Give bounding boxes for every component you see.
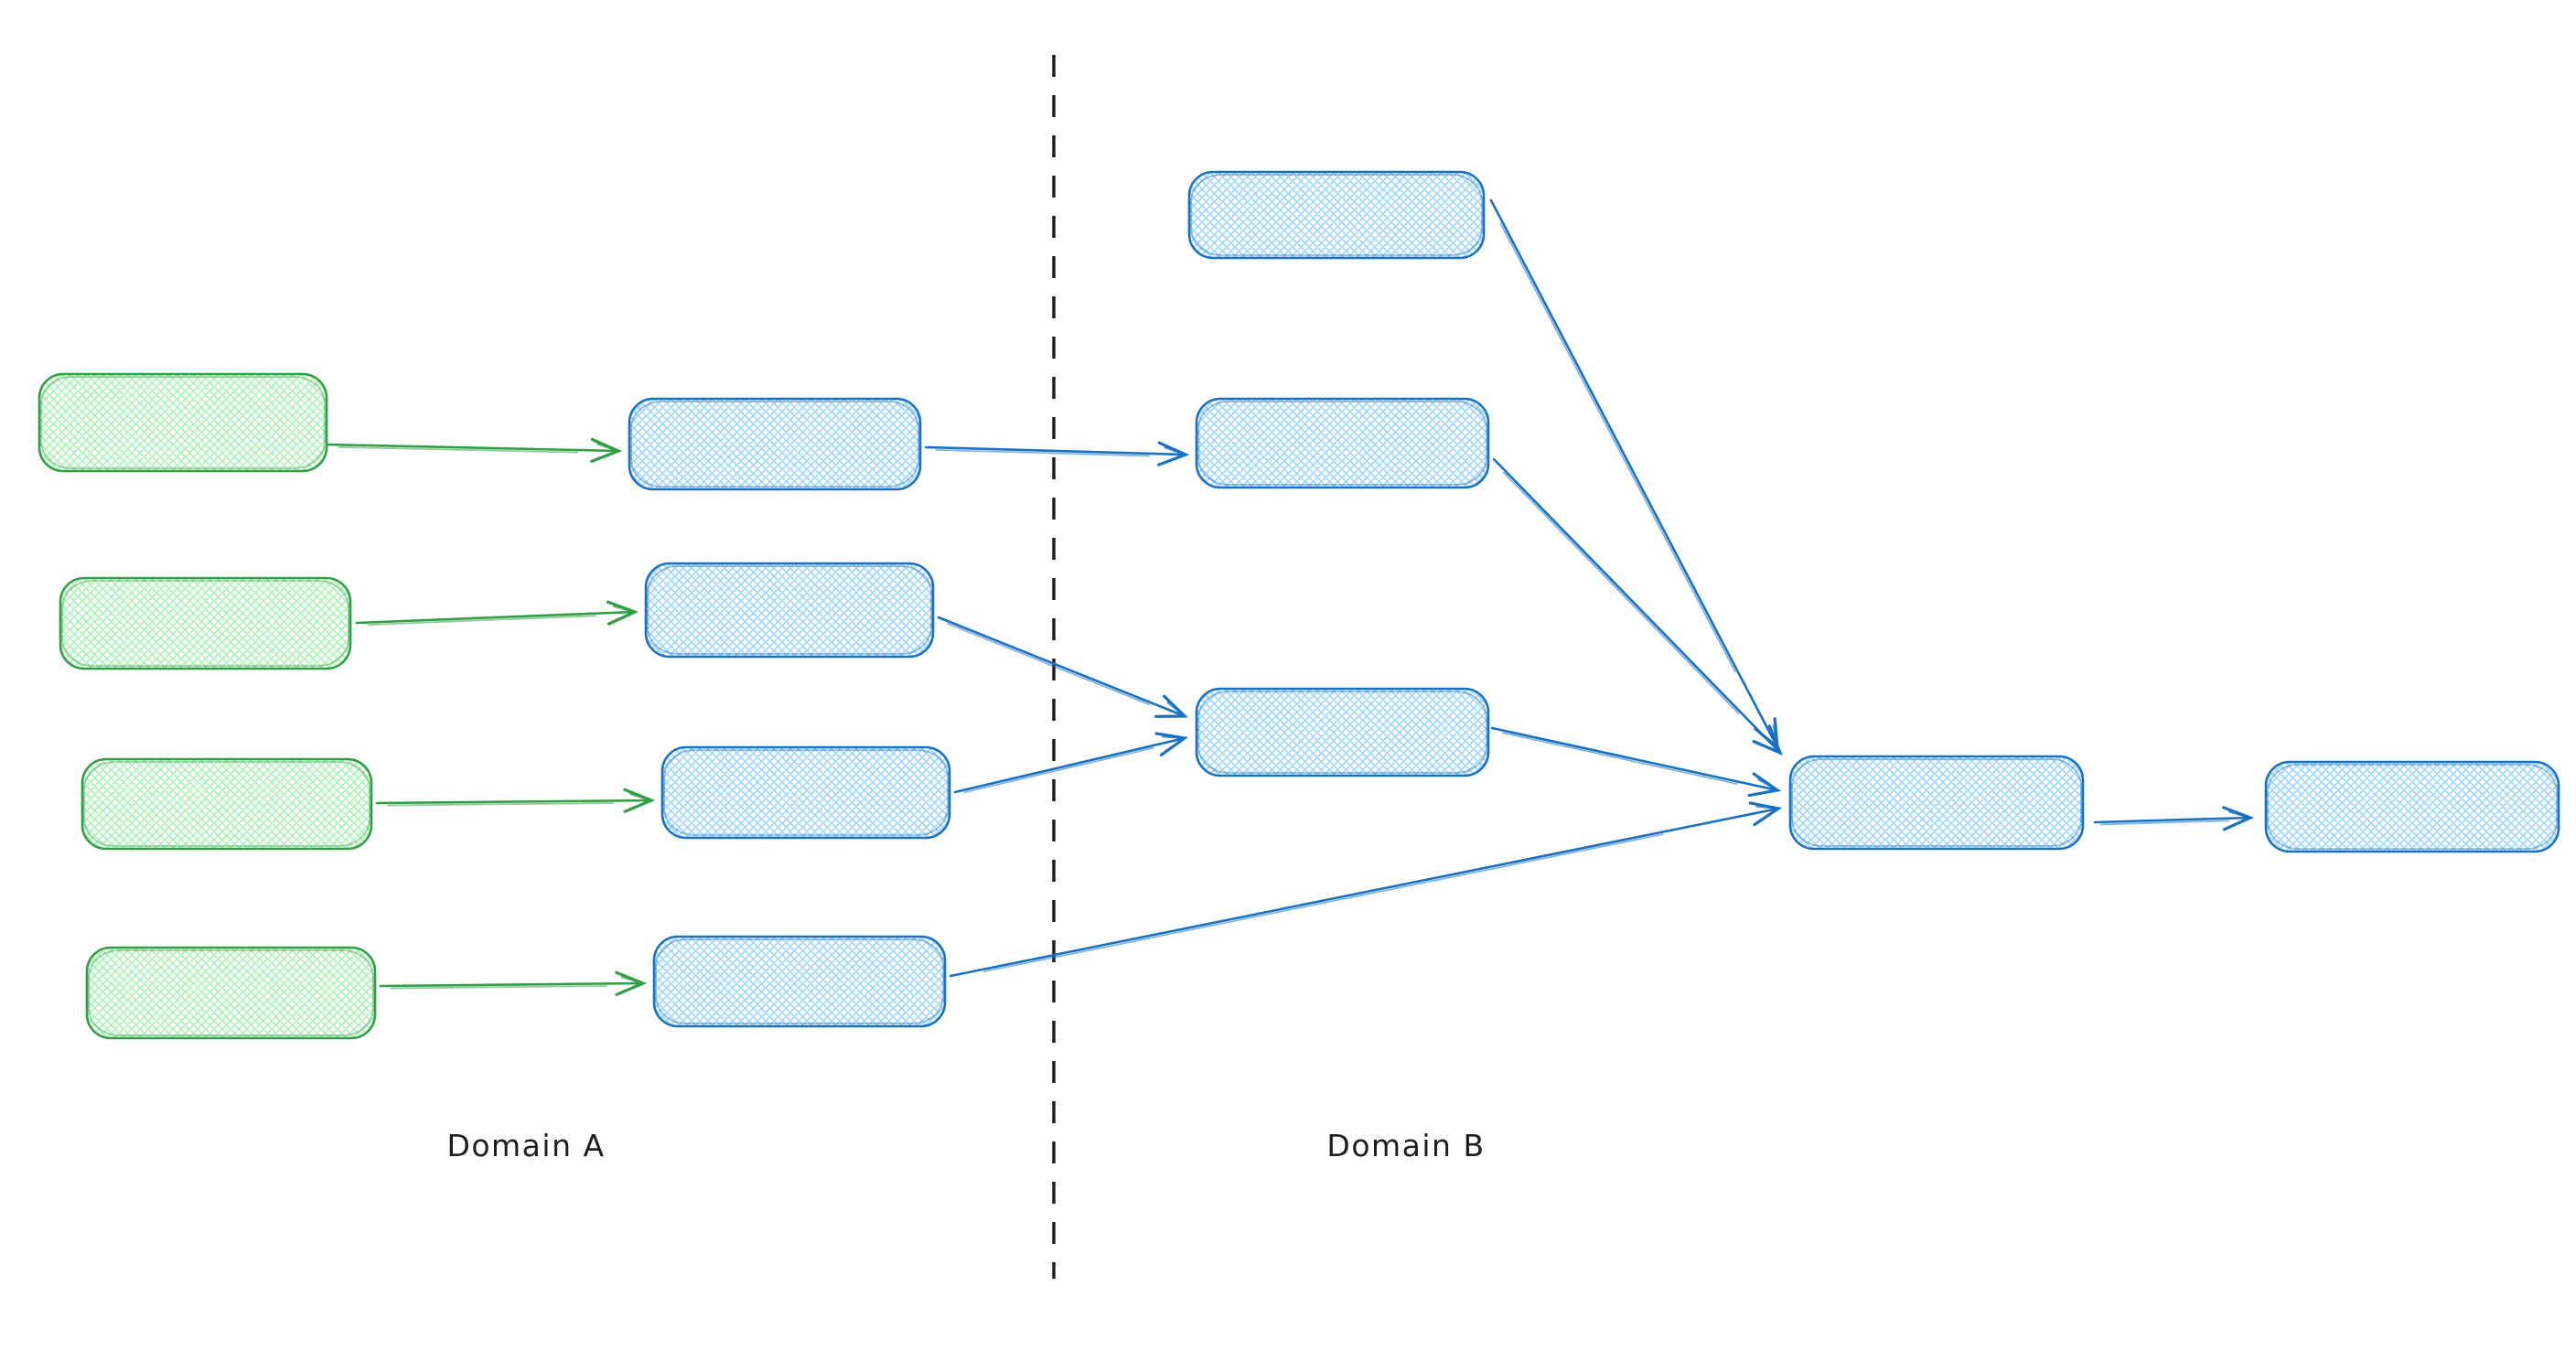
node-a-source-3[interactable]	[80, 757, 373, 851]
edge-aprocess2-bmerge[interactable]	[937, 616, 1188, 718]
b-hub-box	[1788, 755, 2085, 851]
a-process-1-sketch-border	[630, 401, 919, 488]
edge-aprocess3-bmerge[interactable]	[953, 732, 1189, 794]
edge-bmerge-bhub-shaft	[1490, 726, 1782, 798]
node-a-source-4[interactable]	[85, 946, 377, 1040]
domain-a-label[interactable]: Domain A	[446, 1128, 605, 1163]
a-source-4-box	[85, 946, 377, 1040]
edge-asource2-aprocess2-sketch-stroke	[367, 615, 597, 626]
a-source-3-box	[80, 757, 373, 851]
edge-aprocess4-bhub-sketch-stroke	[982, 833, 1664, 973]
edge-bmerge-bhub-sketch-stroke	[1502, 732, 1738, 785]
edge-binputmid-bhub-shaft	[1492, 457, 1783, 756]
b-merge-box	[1195, 687, 1490, 777]
edge-aprocess1-binputmid-shaft	[924, 441, 1190, 466]
edge-binputtop-bhub[interactable]	[1489, 198, 1779, 751]
b-hub-sketch-border	[1791, 758, 2082, 847]
b-output-sketch-border	[2267, 764, 2558, 850]
edge-binputtop-bhub-sketch-stroke	[1499, 222, 1736, 673]
b-output-box	[2264, 760, 2560, 853]
b-input-top-box	[1187, 170, 1486, 260]
edge-aprocess1-binputmid[interactable]	[924, 441, 1190, 466]
node-a-source-1[interactable]	[38, 372, 328, 473]
a-process-4-box	[652, 935, 947, 1028]
b-input-top-sketch-border	[1190, 174, 1483, 256]
edge-asource2-aprocess2-shaft	[355, 600, 639, 626]
a-process-3-sketch-border	[663, 749, 949, 836]
edge-asource4-aprocess4-sketch-stroke	[390, 985, 607, 990]
node-a-source-2[interactable]	[59, 576, 352, 670]
a-source-2-sketch-border	[61, 580, 349, 667]
node-b-input-mid[interactable]	[1195, 397, 1490, 489]
edge-asource1-aprocess1-shaft	[326, 437, 623, 463]
b-merge-sketch-border	[1197, 691, 1487, 774]
a-process-3-box	[660, 745, 951, 840]
a-process-2-box	[644, 562, 935, 659]
edge-binputmid-bhub[interactable]	[1492, 457, 1783, 756]
a-source-3-sketch-border	[83, 761, 370, 847]
b-input-mid-sketch-border	[1197, 401, 1487, 486]
domain-b-label[interactable]: Domain B	[1326, 1128, 1485, 1163]
edge-asource2-aprocess2[interactable]	[355, 600, 639, 626]
a-source-1-box	[38, 372, 328, 473]
edge-aprocess3-bmerge-shaft	[953, 732, 1189, 794]
edge-binputmid-bhub-sketch-stroke	[1502, 471, 1740, 714]
edge-aprocess1-binputmid-sketch-stroke	[935, 449, 1151, 457]
edge-asource4-aprocess4[interactable]	[379, 970, 648, 996]
edge-aprocess4-bhub-shaft	[949, 801, 1783, 978]
edge-asource3-aprocess3-shaft	[375, 788, 656, 813]
a-source-2-box	[59, 576, 352, 670]
a-source-4-sketch-border	[88, 949, 374, 1036]
b-input-mid-box	[1195, 397, 1490, 489]
edge-aprocess4-bhub[interactable]	[949, 801, 1783, 978]
node-b-hub[interactable]	[1788, 755, 2085, 851]
node-b-merge[interactable]	[1195, 687, 1490, 777]
edge-asource3-aprocess3[interactable]	[375, 788, 656, 813]
edge-asource1-aprocess1[interactable]	[326, 437, 623, 463]
a-source-1-sketch-border	[40, 376, 326, 469]
edge-bhub-boutput-shaft	[2093, 806, 2255, 831]
edge-aprocess2-bmerge-shaft	[937, 616, 1188, 718]
node-a-process-1[interactable]	[628, 397, 922, 491]
node-b-output[interactable]	[2264, 760, 2560, 853]
edge-aprocess3-bmerge-sketch-stroke	[963, 746, 1154, 794]
edge-asource3-aprocess3-sketch-stroke	[387, 802, 614, 807]
edge-aprocess2-bmerge-sketch-stroke	[946, 622, 1151, 706]
edge-asource1-aprocess1-sketch-stroke	[338, 446, 579, 454]
a-process-2-sketch-border	[647, 565, 932, 655]
node-a-process-2[interactable]	[644, 562, 935, 659]
node-a-process-3[interactable]	[660, 745, 951, 840]
edge-bhub-boutput-sketch-stroke	[2100, 820, 2230, 826]
node-b-input-top[interactable]	[1187, 170, 1486, 260]
a-process-1-box	[628, 397, 922, 491]
a-process-4-sketch-border	[655, 938, 944, 1024]
edge-bhub-boutput[interactable]	[2093, 806, 2255, 831]
node-a-process-4[interactable]	[652, 935, 947, 1028]
edge-bmerge-bhub[interactable]	[1490, 726, 1782, 798]
edge-asource4-aprocess4-shaft	[379, 970, 648, 996]
edge-binputtop-bhub-shaft	[1489, 198, 1779, 751]
